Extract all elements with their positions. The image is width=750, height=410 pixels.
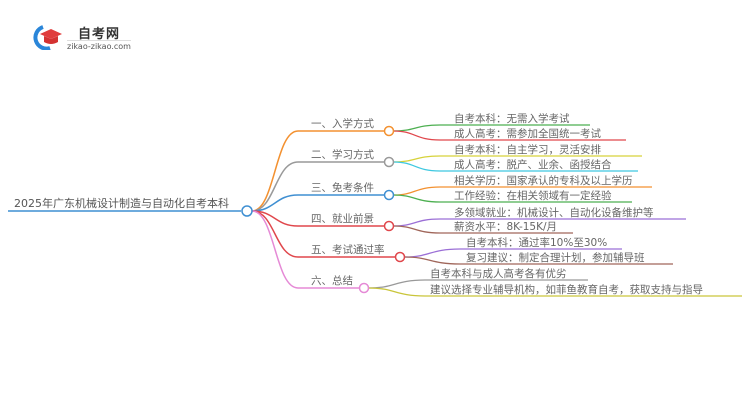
- branch-pass-rate[interactable]: 五、考试通过率: [311, 244, 385, 256]
- leaf[interactable]: 复习建议：制定合理计划，参加辅导班: [466, 252, 645, 264]
- branch-summary[interactable]: 六、总结: [311, 275, 353, 287]
- leaf[interactable]: 自考本科：无需入学考试: [454, 113, 570, 125]
- leaf[interactable]: 成人高考：脱产、业余、函授结合: [454, 159, 612, 171]
- branch-exemption[interactable]: 三、免考条件: [311, 182, 374, 194]
- leaf[interactable]: 相关学历：国家承认的专科及以上学历: [454, 175, 633, 187]
- leaf[interactable]: 工作经验：在相关领域有一定经验: [454, 190, 612, 202]
- site-logo[interactable]: 自考网 zikao-zikao.com: [30, 22, 140, 52]
- branch-study-mode[interactable]: 二、学习方式: [311, 149, 374, 161]
- leaf[interactable]: 自考本科：自主学习，灵活安排: [454, 144, 601, 156]
- leaf[interactable]: 自考本科与成人高考各有优劣: [430, 268, 567, 280]
- graduation-cap-icon: [33, 25, 62, 50]
- leaf[interactable]: 薪资水平：8K-15K/月: [454, 221, 558, 233]
- logo-title: 自考网: [78, 27, 121, 42]
- branch-admission[interactable]: 一、入学方式: [311, 118, 374, 130]
- leaf[interactable]: 自考本科：通过率10%至30%: [466, 237, 608, 249]
- root-node-handle: [241, 205, 253, 217]
- branch-career[interactable]: 四、就业前景: [311, 213, 374, 225]
- logo-url: zikao-zikao.com: [67, 40, 131, 51]
- leaf[interactable]: 多领域就业：机械设计、自动化设备维护等: [454, 207, 654, 219]
- root-node[interactable]: 2025年广东机械设计制造与自动化自考本科: [14, 197, 229, 210]
- leaf[interactable]: 成人高考：需参加全国统一考试: [454, 128, 601, 140]
- leaf[interactable]: 建议选择专业辅导机构，如菲鱼教育自考，获取支持与指导: [430, 284, 703, 296]
